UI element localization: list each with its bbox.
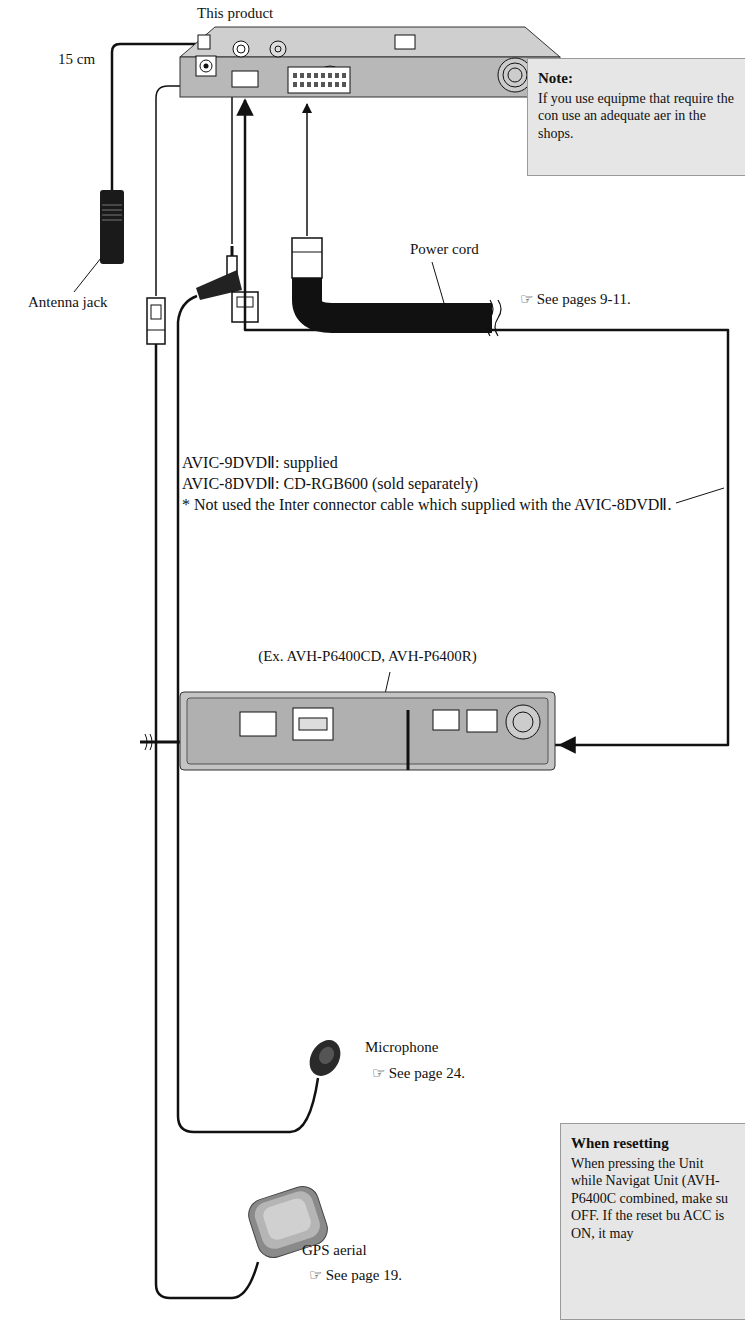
page-reference: ☞ See pages 9-11.: [520, 290, 631, 308]
note-panel: Note: If you use equipme that require the…: [527, 58, 745, 176]
panel-body: If you use equipme that require the con …: [538, 90, 737, 143]
note-text: * Not used the Inter connector cable whi…: [182, 495, 674, 514]
page-reference: ☞ See page 24.: [372, 1064, 465, 1082]
dimension: 15 cm: [58, 50, 95, 68]
part-name: Power cord: [410, 240, 479, 258]
panel-heading: Note:: [538, 69, 737, 88]
note-text: AVIC-8DVDⅡ: CD-RGB600 (sold separately): [182, 474, 478, 493]
unit-label: This product: [197, 5, 273, 22]
unit-label: (Ex. AVH-P6400CD, AVH-P6400R): [175, 640, 560, 665]
part-name: Antenna jack: [28, 293, 108, 311]
part-name: GPS aerial: [302, 1241, 367, 1259]
page-reference: ☞ See page 19.: [309, 1266, 402, 1284]
panel-body: When pressing the Unit while Navigat Uni…: [571, 1155, 737, 1243]
panel-heading: When resetting: [571, 1134, 737, 1153]
reset-panel: When resettingWhen pressing the Unit whi…: [560, 1123, 745, 1320]
part-name: Microphone: [365, 1038, 438, 1056]
head-unit: (Ex. AVH-P6400CD, AVH-P6400R): [175, 640, 560, 775]
note-text: AVIC-9DVDⅡ: supplied: [182, 453, 338, 472]
product-unit: This product: [175, 5, 565, 100]
